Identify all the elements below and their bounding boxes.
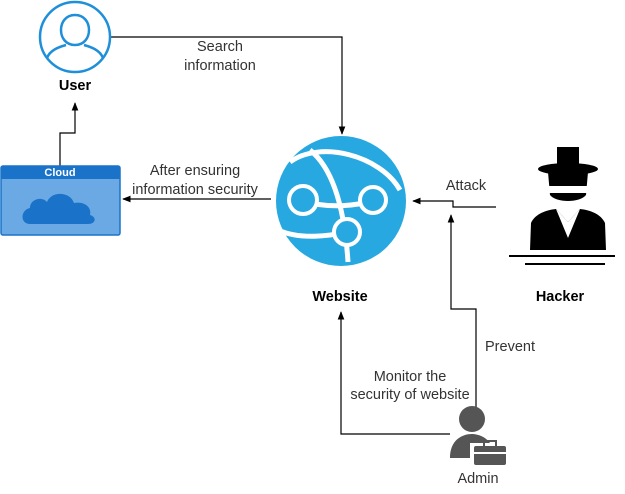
monitor-label-line2: security of website [350, 387, 470, 403]
cloud-icon [0, 165, 121, 236]
hacker-label: Hacker [535, 289, 585, 305]
user-circle-icon [38, 0, 112, 74]
admin-briefcase-icon [450, 406, 506, 465]
website-label: Website [312, 289, 368, 305]
connectors [59, 36, 496, 435]
user-label: User [58, 78, 92, 94]
attack-label: Attack [445, 178, 487, 194]
search-label-line2: information [184, 58, 256, 74]
admin-label: Admin [457, 471, 499, 487]
monitor-label-line1: Monitor the [373, 369, 447, 385]
search-label-line1: Search [197, 39, 243, 55]
spy-hacker-icon [509, 147, 615, 265]
edge-monitor [337, 311, 450, 435]
edge-attack [412, 197, 496, 208]
security-label-line1: After ensuring [149, 163, 241, 179]
globe-network-icon [276, 136, 406, 266]
edge-prevent [447, 214, 477, 410]
prevent-label: Prevent [485, 339, 535, 355]
edge-cloud-user [59, 102, 79, 166]
edge-search [110, 36, 346, 135]
security-label-line2: information security [132, 182, 258, 198]
cloud-label: Cloud [44, 167, 75, 179]
